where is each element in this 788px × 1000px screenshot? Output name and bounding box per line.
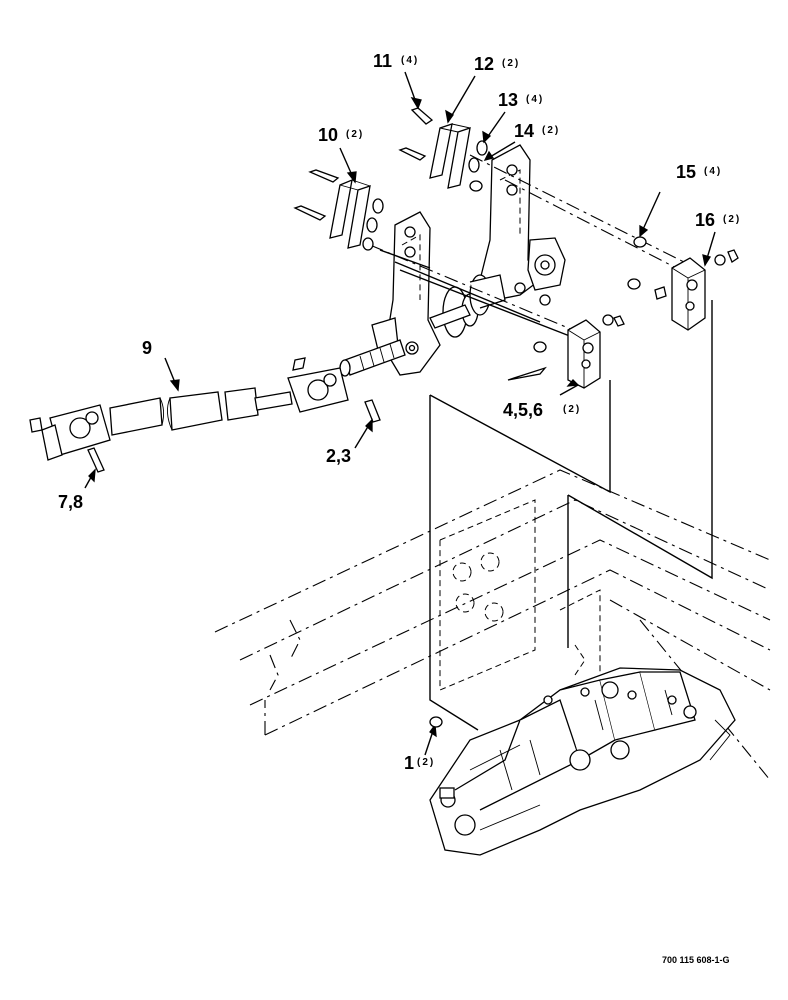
callout-number: 13 [498,90,518,110]
alignment-lines [429,300,713,731]
callout-quantity: (2) [417,757,435,768]
callout-2-3: 2,3 [326,446,351,466]
bolt-11 [293,107,434,221]
callout-quantity: (2) [563,404,581,415]
callout-16: 16 (2) [695,210,741,230]
callout-number: 9 [142,338,152,358]
callout-9: 9 [142,338,152,358]
callout-7-8: 7,8 [58,492,83,512]
shield-plate-10 [329,178,371,249]
callout-quantity: (2) [346,129,364,140]
callout-quantity: (2) [723,214,741,225]
callout-14: 14 (2) [514,121,560,141]
callout-11: 11 (4) [373,51,419,71]
callout-quantity: (4) [526,94,544,105]
callout-number: 15 [676,162,696,182]
callout-number: 16 [695,210,715,230]
mounting-bracket-upper [479,144,566,306]
callout-13: 13 (4) [498,90,544,110]
washers-13-14 [362,140,647,353]
drawing-reference-number: 700 115 608-1-G [662,955,730,965]
bolt-axes [369,154,691,341]
callout-quantity: (4) [401,55,419,66]
callout-number: 14 [514,121,534,141]
callout-10: 10 (2) [318,125,364,145]
drive-shaft-9 [29,357,381,473]
callout-number: 4,5,6 [503,400,543,420]
callout-number: 2,3 [326,446,351,466]
callout-number: 11 [373,51,392,71]
callout-number: 10 [318,125,338,145]
callout-number: 7,8 [58,492,83,512]
bearing-block-16 [654,249,739,331]
shield-plate-12 [429,123,471,189]
gearbox-shaft [339,274,506,377]
callout-1: 1 (2) [404,753,435,773]
callout-leaders [84,71,716,756]
callout-quantity: (2) [542,125,560,136]
callout-quantity: (4) [704,166,722,177]
callout-number: 1 [404,753,414,773]
callout-quantity: (2) [502,58,520,69]
callout-15: 15 (4) [676,162,722,182]
frame-phantom [214,469,771,781]
bearing-block-4-5-6 [507,315,625,389]
callout-4-5-6: 4,5,6 (2) [503,400,581,420]
callout-12: 12 (2) [474,54,520,74]
hydraulic-pump-assembly [429,667,736,856]
callout-number: 12 [474,54,494,74]
